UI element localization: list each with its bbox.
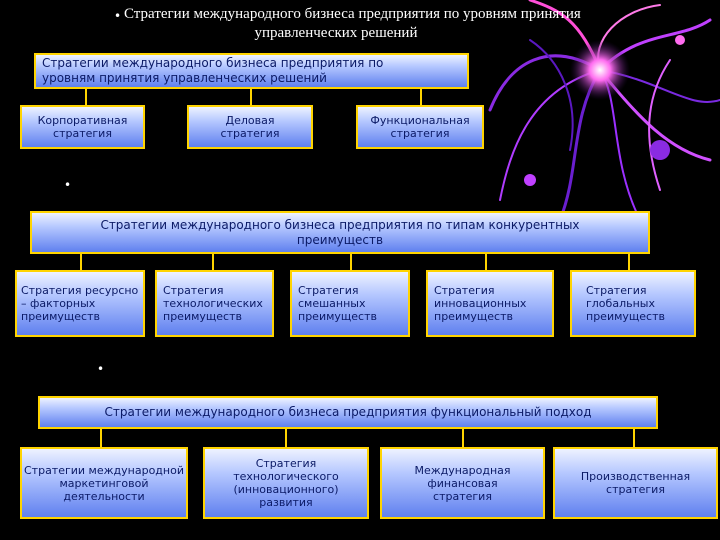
page-heading-line1: Стратегии международного бизнеса предпри… xyxy=(124,6,581,22)
heading-bullet: • xyxy=(114,9,122,23)
functional-title-text: Стратегии международного бизнеса предпри… xyxy=(104,405,592,419)
functional-item-box: Стратегия технологического (инновационно… xyxy=(203,447,369,519)
competitive-connector xyxy=(212,254,214,271)
functional-item-box: Международная финансовая стратегия xyxy=(380,447,545,519)
functional-title-box: Стратегии международного бизнеса предпри… xyxy=(38,396,658,429)
competitive-connector xyxy=(485,254,487,271)
levels-item-box: Корпоративная стратегия xyxy=(20,105,145,149)
levels-title-box: Стратегии международного бизнеса предпри… xyxy=(34,53,469,89)
competitive-title-text: Стратегии международного бизнеса предпри… xyxy=(100,217,580,247)
levels-item-text: Функциональная стратегия xyxy=(370,114,470,140)
competitive-item-box: Стратегия смешанных преимуществ xyxy=(290,270,410,337)
competitive-item-box: Стратегия глобальных преимуществ xyxy=(570,270,696,337)
levels-connector xyxy=(420,89,422,105)
functional-connector xyxy=(462,429,464,447)
functional-item-text: Стратегия технологического (инновационно… xyxy=(233,457,339,509)
page-heading-line2: управленческих решений xyxy=(254,25,418,41)
competitive-item-text: Стратегия смешанных преимуществ xyxy=(298,284,377,323)
levels-connector xyxy=(85,89,87,105)
competitive-connector xyxy=(350,254,352,271)
functional-item-box: Стратегии международной маркетинговой де… xyxy=(20,447,188,519)
functional-connector xyxy=(100,429,102,447)
section-bullet: • xyxy=(97,362,105,376)
functional-item-box: Производственная стратегия xyxy=(553,447,718,519)
competitive-title-box: Стратегии международного бизнеса предпри… xyxy=(30,211,650,254)
competitive-item-text: Стратегия технологических преимуществ xyxy=(163,284,263,323)
competitive-item-text: Стратегия ресурсно – факторных преимущес… xyxy=(21,284,139,323)
competitive-item-box: Стратегия инновационных преимуществ xyxy=(426,270,554,337)
functional-connector xyxy=(285,429,287,447)
functional-item-text: Производственная стратегия xyxy=(580,470,691,496)
competitive-item-box: Стратегия ресурсно – факторных преимущес… xyxy=(15,270,145,337)
levels-title-text: Стратегии международного бизнеса предпри… xyxy=(42,56,384,85)
levels-item-text: Корпоративная стратегия xyxy=(37,114,128,140)
functional-item-text: Международная финансовая стратегия xyxy=(414,463,511,503)
levels-item-text: Деловая стратегия xyxy=(220,114,280,140)
competitive-item-text: Стратегия глобальных преимуществ xyxy=(586,284,665,323)
levels-connector xyxy=(250,89,252,105)
competitive-item-text: Стратегия инновационных преимуществ xyxy=(434,284,527,323)
levels-item-box: Функциональная стратегия xyxy=(356,105,484,149)
competitive-item-box: Стратегия технологических преимуществ xyxy=(155,270,274,337)
competitive-connector xyxy=(80,254,82,271)
decorative-flower-image xyxy=(488,0,720,222)
section-bullet: • xyxy=(64,178,72,192)
competitive-connector xyxy=(628,254,630,271)
functional-item-text: Стратегии международной маркетинговой де… xyxy=(24,463,184,503)
functional-connector xyxy=(633,429,635,447)
levels-item-box: Деловая стратегия xyxy=(187,105,313,149)
